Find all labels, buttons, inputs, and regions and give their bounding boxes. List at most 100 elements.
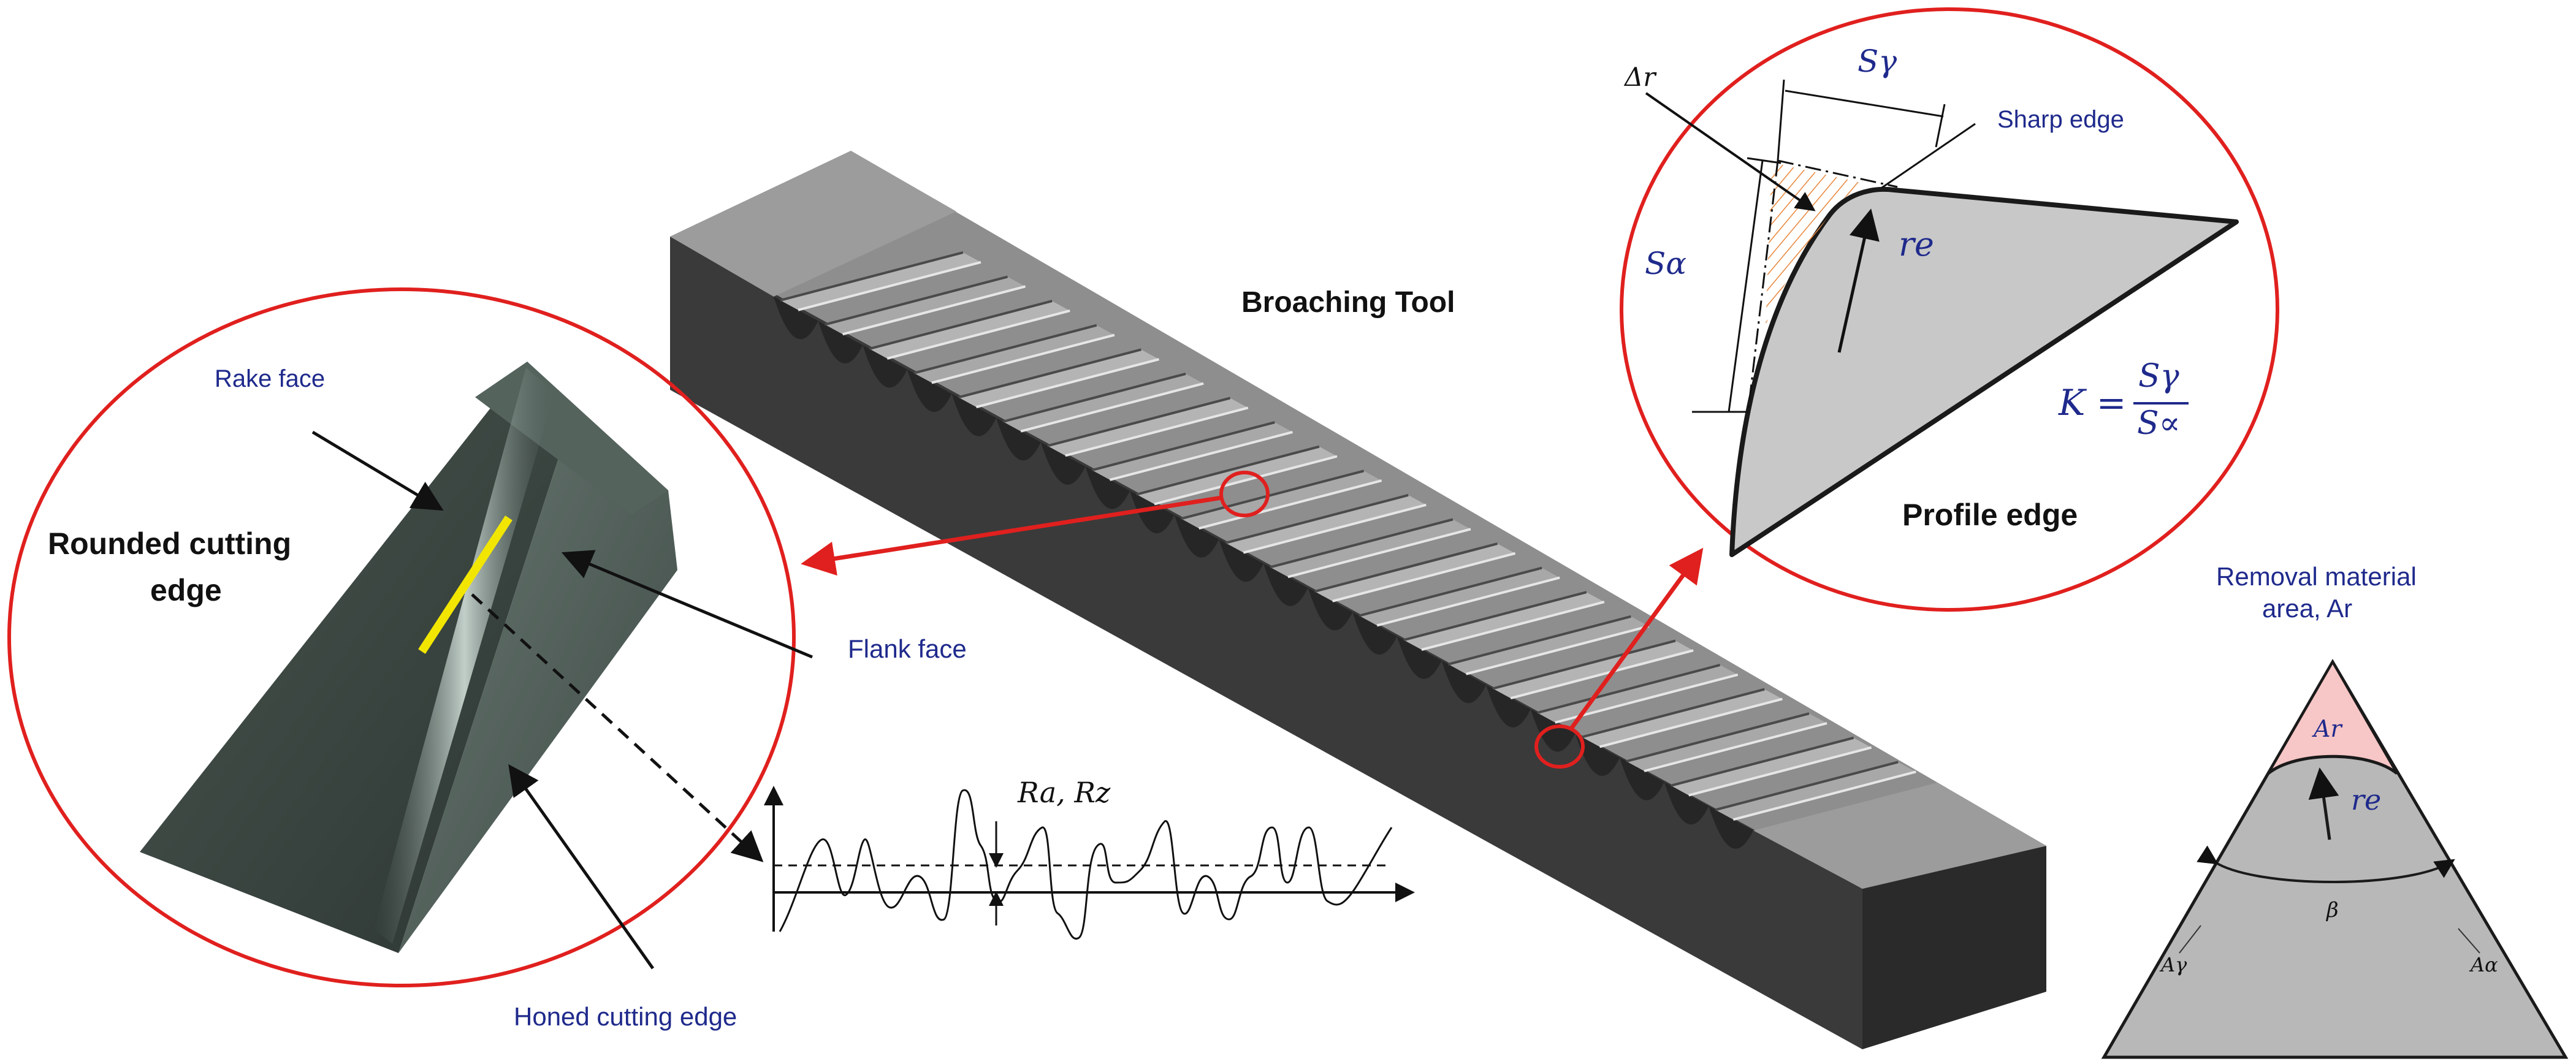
tool-tooth-gullet xyxy=(1040,442,1086,485)
k-equation-numerator: Sγ xyxy=(2138,358,2179,395)
tool-tooth-face xyxy=(1493,640,1694,699)
tool-tooth-gullet xyxy=(1308,588,1353,631)
tool-tooth-gullet xyxy=(1219,539,1263,582)
sharp-edge-label: Sharp edge xyxy=(1997,106,2124,133)
s-gamma-tick-right xyxy=(1935,104,1946,148)
honed-edge-arrow xyxy=(508,764,655,970)
callout-arrow-to-profile-inset xyxy=(1569,547,1704,731)
tool-tooth-face xyxy=(1359,568,1560,626)
ar-label: Ar xyxy=(2314,715,2342,742)
tool-tooth-shadow xyxy=(869,300,1053,351)
tool-tooth-gullet xyxy=(1530,709,1576,752)
tool-tooth-face xyxy=(1314,544,1515,601)
removal-area-title-line2: area, Ar xyxy=(2262,594,2353,623)
tool-tooth-gullet xyxy=(774,297,818,340)
rounded-edge-label-line2: edge xyxy=(150,573,222,607)
tool-tooth-gullet xyxy=(951,393,997,436)
tool-tooth-face xyxy=(1671,737,1872,796)
tool-tooth-shadow xyxy=(1047,397,1231,447)
tool-tooth-gullet xyxy=(863,345,907,388)
tool-tooth-crest xyxy=(1599,697,1783,748)
k-equation-denominator: S∝ xyxy=(2137,405,2181,442)
s-alpha-label: Sα xyxy=(1645,246,1687,281)
tool-tooth-face xyxy=(1270,519,1471,577)
tool-tooth-shadow xyxy=(1403,591,1587,642)
flank-face-surface xyxy=(398,362,677,953)
tool-tooth-face xyxy=(1047,398,1248,456)
tool-tooth-gullet xyxy=(818,321,863,363)
roughness-profile xyxy=(764,786,1415,940)
a-alpha-leader xyxy=(2458,928,2480,954)
tool-tooth-shadow xyxy=(1314,542,1498,593)
tool-tooth-shadow xyxy=(1581,688,1765,739)
tool-tooth-crest xyxy=(842,285,1026,336)
roughness-trace xyxy=(779,789,1393,940)
tool-tooth-shadow xyxy=(1270,518,1454,569)
tool-tooth-crest xyxy=(975,358,1160,409)
tool-tooth-shadow xyxy=(780,251,964,302)
rake-face-surface xyxy=(140,362,564,953)
tool-tooth-face xyxy=(913,325,1115,383)
tool-tooth-gullet xyxy=(1664,781,1709,825)
tool-tooth-shadow xyxy=(1447,615,1631,666)
tool-tooth-crest xyxy=(1154,455,1338,506)
sharp-edge-leader xyxy=(1881,123,1976,189)
callout-arrow-to-left-inset xyxy=(801,495,1222,576)
tool-tooth-gullet xyxy=(1486,685,1531,728)
tool-callout-circle-left xyxy=(1219,471,1270,517)
tool-tooth-crest xyxy=(1510,649,1694,700)
beta-angle-arc xyxy=(2197,845,2455,883)
re-label-profile: re xyxy=(1899,225,1934,264)
tool-tooth-shadow xyxy=(958,348,1141,399)
s-gamma-label: Sγ xyxy=(1858,44,1897,79)
a-gamma-label: Aγ xyxy=(2161,953,2187,976)
tool-tooth-crest xyxy=(886,310,1070,360)
rake-face-arrow xyxy=(311,430,444,511)
tool-tooth-shadow xyxy=(913,324,1097,374)
triangle-inset xyxy=(2101,659,2569,1059)
tool-tooth-crest xyxy=(1332,552,1516,602)
tool-callout-circle-right xyxy=(1534,724,1585,769)
tool-tooth-face xyxy=(1092,422,1293,480)
tool-tooth-crest xyxy=(1109,430,1293,481)
profile-edge-label: Profile edge xyxy=(1902,498,2078,532)
tool-tooth-shadow xyxy=(1181,469,1365,520)
tool-tooth-crest xyxy=(931,333,1115,384)
k-equation-lhs: K = xyxy=(2059,382,2127,424)
flank-face-label: Flank face xyxy=(848,634,967,663)
roughness-label: Ra, Rz xyxy=(1018,776,1111,809)
tool-tooth-shadow xyxy=(1492,639,1676,690)
honing-radius-arc xyxy=(2267,754,2398,775)
tool-tooth-crest xyxy=(1555,673,1739,724)
tool-tooth-gullet xyxy=(1620,758,1664,800)
tool-tooth-face xyxy=(1582,689,1783,747)
tool-tooth-face xyxy=(780,252,981,310)
tool-tooth-gullet xyxy=(1575,733,1620,776)
tool-tooth-gullet xyxy=(1352,612,1397,655)
s-alpha-tick-top xyxy=(1747,157,1781,164)
tool-tooth-shadow xyxy=(1091,421,1275,472)
tool-tooth-gullet xyxy=(1397,636,1442,679)
beta-label: β xyxy=(2326,898,2339,922)
tool-tooth-gullet xyxy=(1263,563,1308,606)
tool-tooth-face xyxy=(1403,592,1604,650)
s-gamma-dimension-line xyxy=(1785,89,1944,118)
tool-tooth-crest xyxy=(1198,479,1382,530)
s-gamma-tick-left xyxy=(1777,79,1785,161)
tool-front-face xyxy=(670,237,1862,1049)
tool-tooth-face xyxy=(1448,616,1649,674)
rounded-edge-label-line1: Rounded cutting xyxy=(48,526,292,561)
tool-tooth-crest xyxy=(1020,382,1204,433)
tool-tooth-gullet xyxy=(1441,660,1487,704)
tool-tooth-crest xyxy=(798,260,981,311)
a-gamma-leader xyxy=(2179,925,2201,954)
tool-tooth-crest xyxy=(1065,406,1249,457)
triangle-re-arrow xyxy=(2308,767,2339,840)
tool-tooth-face xyxy=(825,276,1026,335)
rounded-edge-highlight-line xyxy=(418,515,513,654)
tool-tooth-gullet xyxy=(1709,806,1753,849)
tool-tooth-face xyxy=(1626,713,1827,772)
tool-tooth-crest xyxy=(1376,576,1560,627)
left-inset-circle xyxy=(7,287,796,987)
